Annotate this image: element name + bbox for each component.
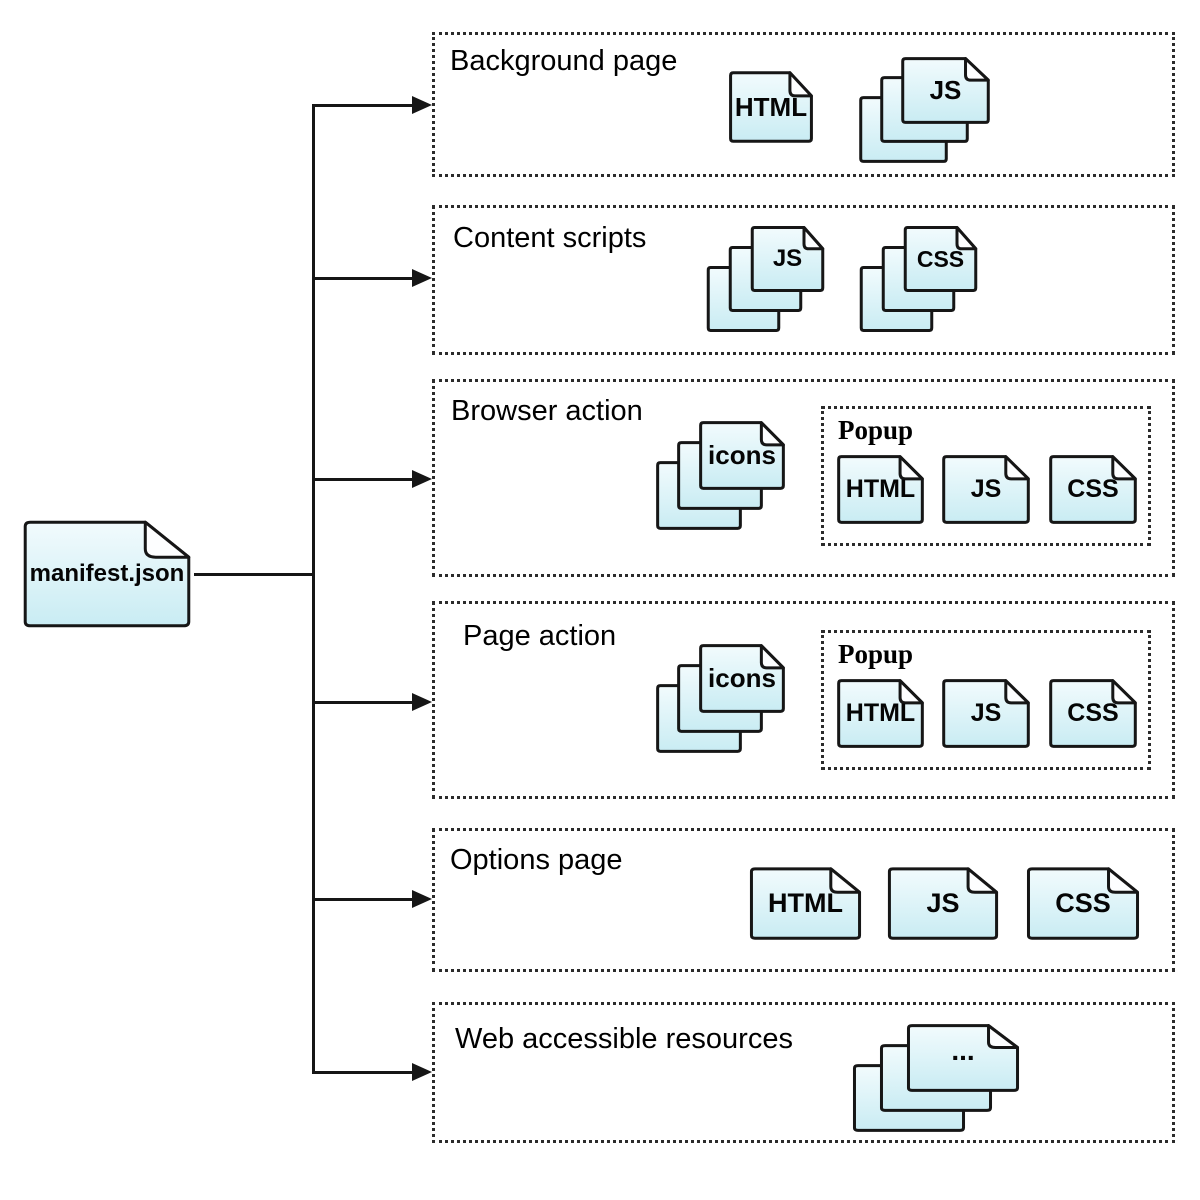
file-stack-icons: icons xyxy=(655,420,786,531)
branch-line xyxy=(312,898,415,901)
branch-line xyxy=(312,701,415,704)
section-box-page-action: Page action icons Popup HTML JS xyxy=(432,601,1175,799)
file-icon-css: CSS xyxy=(1048,454,1138,525)
file-label: JS xyxy=(970,699,1002,727)
file-icon-html: HTML xyxy=(836,454,925,525)
arrow-right-icon xyxy=(412,693,432,711)
file-label: CSS xyxy=(916,245,965,272)
arrow-right-icon xyxy=(412,1063,432,1081)
file-label: icons xyxy=(708,663,776,693)
manifest-file-label: manifest.json xyxy=(29,560,185,587)
popup-box: Popup HTML JS CSS xyxy=(821,630,1151,770)
file-icon-html: HTML xyxy=(748,866,863,941)
file-icon-html: HTML xyxy=(836,678,925,749)
branch-line xyxy=(312,478,415,481)
file-icon-js: JS xyxy=(886,866,1000,941)
popup-box: Popup HTML JS CSS xyxy=(821,406,1151,546)
file-icon-js: JS xyxy=(941,678,1031,749)
file-label: JS xyxy=(929,75,962,105)
file-stack-js: JS xyxy=(706,225,825,333)
section-box-options-page: Options page HTML JS CSS xyxy=(432,828,1175,972)
file-icon-js: JS xyxy=(941,454,1031,525)
file-stack-css: CSS xyxy=(859,225,978,333)
arrow-right-icon xyxy=(412,269,432,287)
section-title: Web accessible resources xyxy=(455,1023,793,1055)
file-label: HTML xyxy=(734,91,808,122)
manifest-file: manifest.json xyxy=(20,518,194,630)
branch-line xyxy=(312,1071,415,1074)
connector-manifest-line xyxy=(194,573,312,576)
section-title: Content scripts xyxy=(453,222,647,254)
file-label: HTML xyxy=(845,699,916,727)
file-label: JS xyxy=(926,888,960,918)
file-label: ... xyxy=(951,1035,975,1066)
connector-trunk-line xyxy=(312,104,315,1074)
file-icon-html: HTML xyxy=(728,70,814,144)
file-stack-resources: ... xyxy=(851,1023,1021,1133)
file-stack-icons: icons xyxy=(655,643,786,754)
popup-title: Popup xyxy=(838,639,914,669)
file-label: HTML xyxy=(768,888,843,918)
file-icon-css: CSS xyxy=(1048,678,1138,749)
file-label: CSS xyxy=(1055,888,1111,918)
popup-title: Popup xyxy=(838,415,914,445)
file-label: JS xyxy=(970,475,1002,503)
branch-line xyxy=(312,277,415,280)
stack-top-sheet: icons xyxy=(698,643,786,714)
branch-line xyxy=(312,104,415,107)
section-box-web-accessible-resources: Web accessible resources ... xyxy=(432,1002,1175,1143)
section-title: Page action xyxy=(463,620,617,652)
file-label: HTML xyxy=(845,475,916,503)
arrow-right-icon xyxy=(412,470,432,488)
section-title: Options page xyxy=(450,844,623,876)
file-label: JS xyxy=(772,245,803,272)
stack-top-sheet: JS xyxy=(900,56,991,125)
file-stack-js: JS xyxy=(858,56,991,164)
section-box-content-scripts: Content scripts JS CSS xyxy=(432,205,1175,355)
file-icon-css: CSS xyxy=(1025,866,1141,941)
file-label: CSS xyxy=(1067,699,1119,727)
file-label: icons xyxy=(708,440,776,470)
stack-top-sheet: CSS xyxy=(903,225,978,293)
section-title: Browser action xyxy=(451,395,643,427)
file-label: CSS xyxy=(1067,475,1119,503)
stack-top-sheet: ... xyxy=(905,1023,1021,1093)
stack-top-sheet: JS xyxy=(750,225,825,293)
section-title: Background page xyxy=(450,45,678,77)
section-box-browser-action: Browser action icons Popup HTML JS xyxy=(432,379,1175,577)
arrow-right-icon xyxy=(412,890,432,908)
stack-top-sheet: icons xyxy=(698,420,786,491)
arrow-right-icon xyxy=(412,96,432,114)
section-box-background-page: Background page HTML JS xyxy=(432,32,1175,177)
